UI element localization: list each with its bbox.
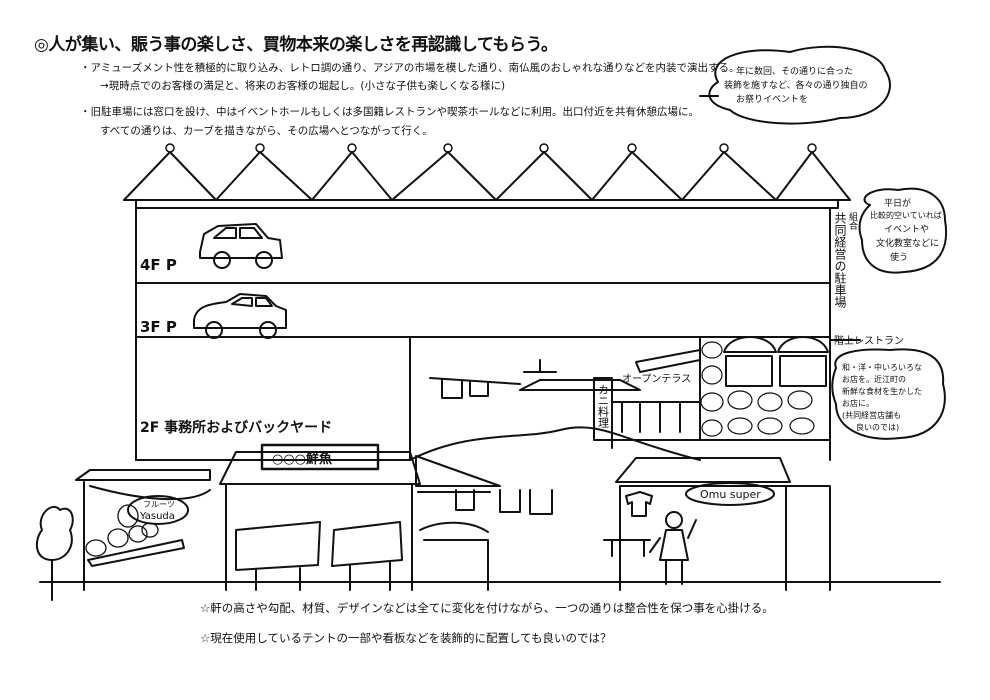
shops-bubble-line-4: お店に。 (842, 398, 874, 408)
caption-eaves: ☆軒の高さや勾配、材質、デザインなどは全てに変化を付けながら、一つの通りは整合性… (200, 601, 774, 615)
parking-use-bubble-line-2: 比較的空いていれば (870, 210, 942, 220)
page-title: ◎人が集い、賑う事の楽しさ、買物本来の楽しさを再認識してもらう。 (34, 35, 558, 55)
note-curved-streets: すべての通りは、カーブを描きながら、その広場へとつながって行く。 (100, 125, 433, 137)
event-bubble-line-3: お祭りイベントを (736, 93, 808, 105)
open-terrace-label: オープンテラス (622, 373, 691, 385)
shops-bubble-line-5: (共同経営店舗も (842, 410, 901, 420)
parking-use-bubble-line-1: 平日が (884, 197, 911, 209)
parking-use-bubble-line-4: 文化教室などに (876, 237, 939, 249)
shops-bubble-line-1: 和・洋・中いろいろな (842, 362, 922, 372)
floor-4-label: 4F P (140, 256, 177, 274)
fruit-sign-bottom: Yasuda (139, 511, 175, 522)
shops-bubble-line-6: 良いのでは) (856, 422, 899, 432)
shops-bubble-line-2: お店を。近江町の (842, 374, 906, 384)
floor-3-label: 3F P (140, 318, 177, 336)
note-old-parking: ・旧駐車場には窓口を設け、中はイベントホールもしくは多国籍レストランや喫茶ホール… (80, 106, 699, 118)
parking-use-bubble-line-5: 使う (890, 251, 908, 263)
caption-tents: ☆現在使用しているテントの一部や看板などを装飾的に配置しても良いのでは？ (200, 631, 612, 645)
parking-use-bubble-line-3: イベントや (884, 224, 929, 235)
parking-side-label: 共同経営の駐車場 (833, 212, 847, 309)
shops-bubble-line-3: 新鮮な食材を生かした (842, 386, 922, 396)
crab-shop-sign: カニ料理 (597, 384, 610, 428)
note-satisfaction: →現時点でのお客様の満足と、将来のお客様の堀起し。(小さな子供も楽しくなる様に) (100, 80, 506, 92)
fruit-sign-top: フルーツ (143, 500, 175, 509)
note-amusement: ・アミューズメント性を積極的に取り込み、レトロ調の通り、アジアの市場を模した通り… (80, 62, 740, 74)
fish-shop-sign: ○○○鮮魚 (272, 451, 332, 467)
event-bubble-line-2: 装飾を施すなど、各々の通り独自の (724, 79, 868, 91)
parking-side-small-label: 組合 (847, 211, 858, 231)
floor-2-label: 2F 事務所およびバックヤード (140, 419, 332, 436)
event-bubble-line-1: 年に数回、その通りに合った (736, 65, 853, 77)
omu-super-sign: Omu super (700, 488, 761, 501)
restaurant-label: 階上レストラン (834, 335, 904, 347)
